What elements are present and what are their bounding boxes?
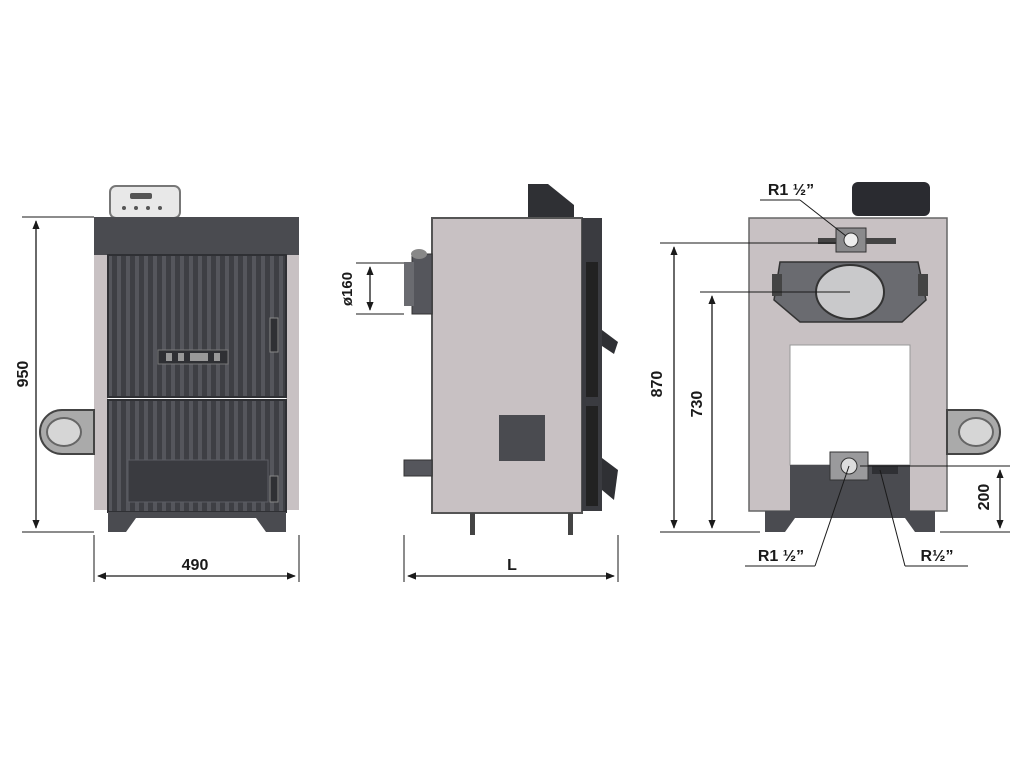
top-connection — [818, 227, 896, 253]
length-label: L — [507, 557, 517, 574]
rear-window — [789, 344, 911, 466]
rear-view: 870 730 200 R1 ½” R1 ½” R½” — [649, 182, 1010, 567]
upper-door — [107, 254, 287, 398]
height-870-label: 870 — [649, 371, 666, 398]
height-label: 950 — [15, 361, 32, 388]
front-view: 950 490 — [15, 185, 300, 582]
rear-feet — [765, 511, 935, 532]
side-leg-left — [470, 513, 475, 535]
side-panel-left — [94, 255, 108, 510]
fan — [39, 409, 95, 455]
side-leg-right — [568, 513, 573, 535]
front-feet — [108, 512, 286, 532]
rear-control-box — [852, 182, 930, 216]
flue-diameter-label: ø160 — [339, 272, 356, 306]
side-panel-right — [286, 255, 299, 510]
lower-door-handle — [269, 475, 279, 503]
upper-door-handle — [269, 317, 279, 353]
height-200-label: 200 — [976, 484, 993, 511]
top-cover — [94, 217, 299, 255]
side-control-box — [528, 184, 574, 218]
inspection-cover — [499, 415, 545, 461]
return-pipe — [403, 459, 433, 477]
width-label: 490 — [182, 557, 209, 574]
side-body — [431, 217, 583, 514]
side-handle-upper — [602, 330, 618, 354]
connection-bottom-left-label: R1 ½” — [758, 548, 804, 565]
rear-fan — [946, 409, 1001, 455]
flue-pipe — [404, 249, 433, 315]
connection-top-label: R1 ½” — [768, 182, 814, 199]
height-730-label: 730 — [689, 391, 706, 418]
connection-bottom-right-label: R½” — [921, 548, 954, 565]
side-view: ø160 L — [339, 184, 619, 582]
side-handle-lower — [602, 458, 618, 500]
control-panel — [109, 185, 181, 219]
